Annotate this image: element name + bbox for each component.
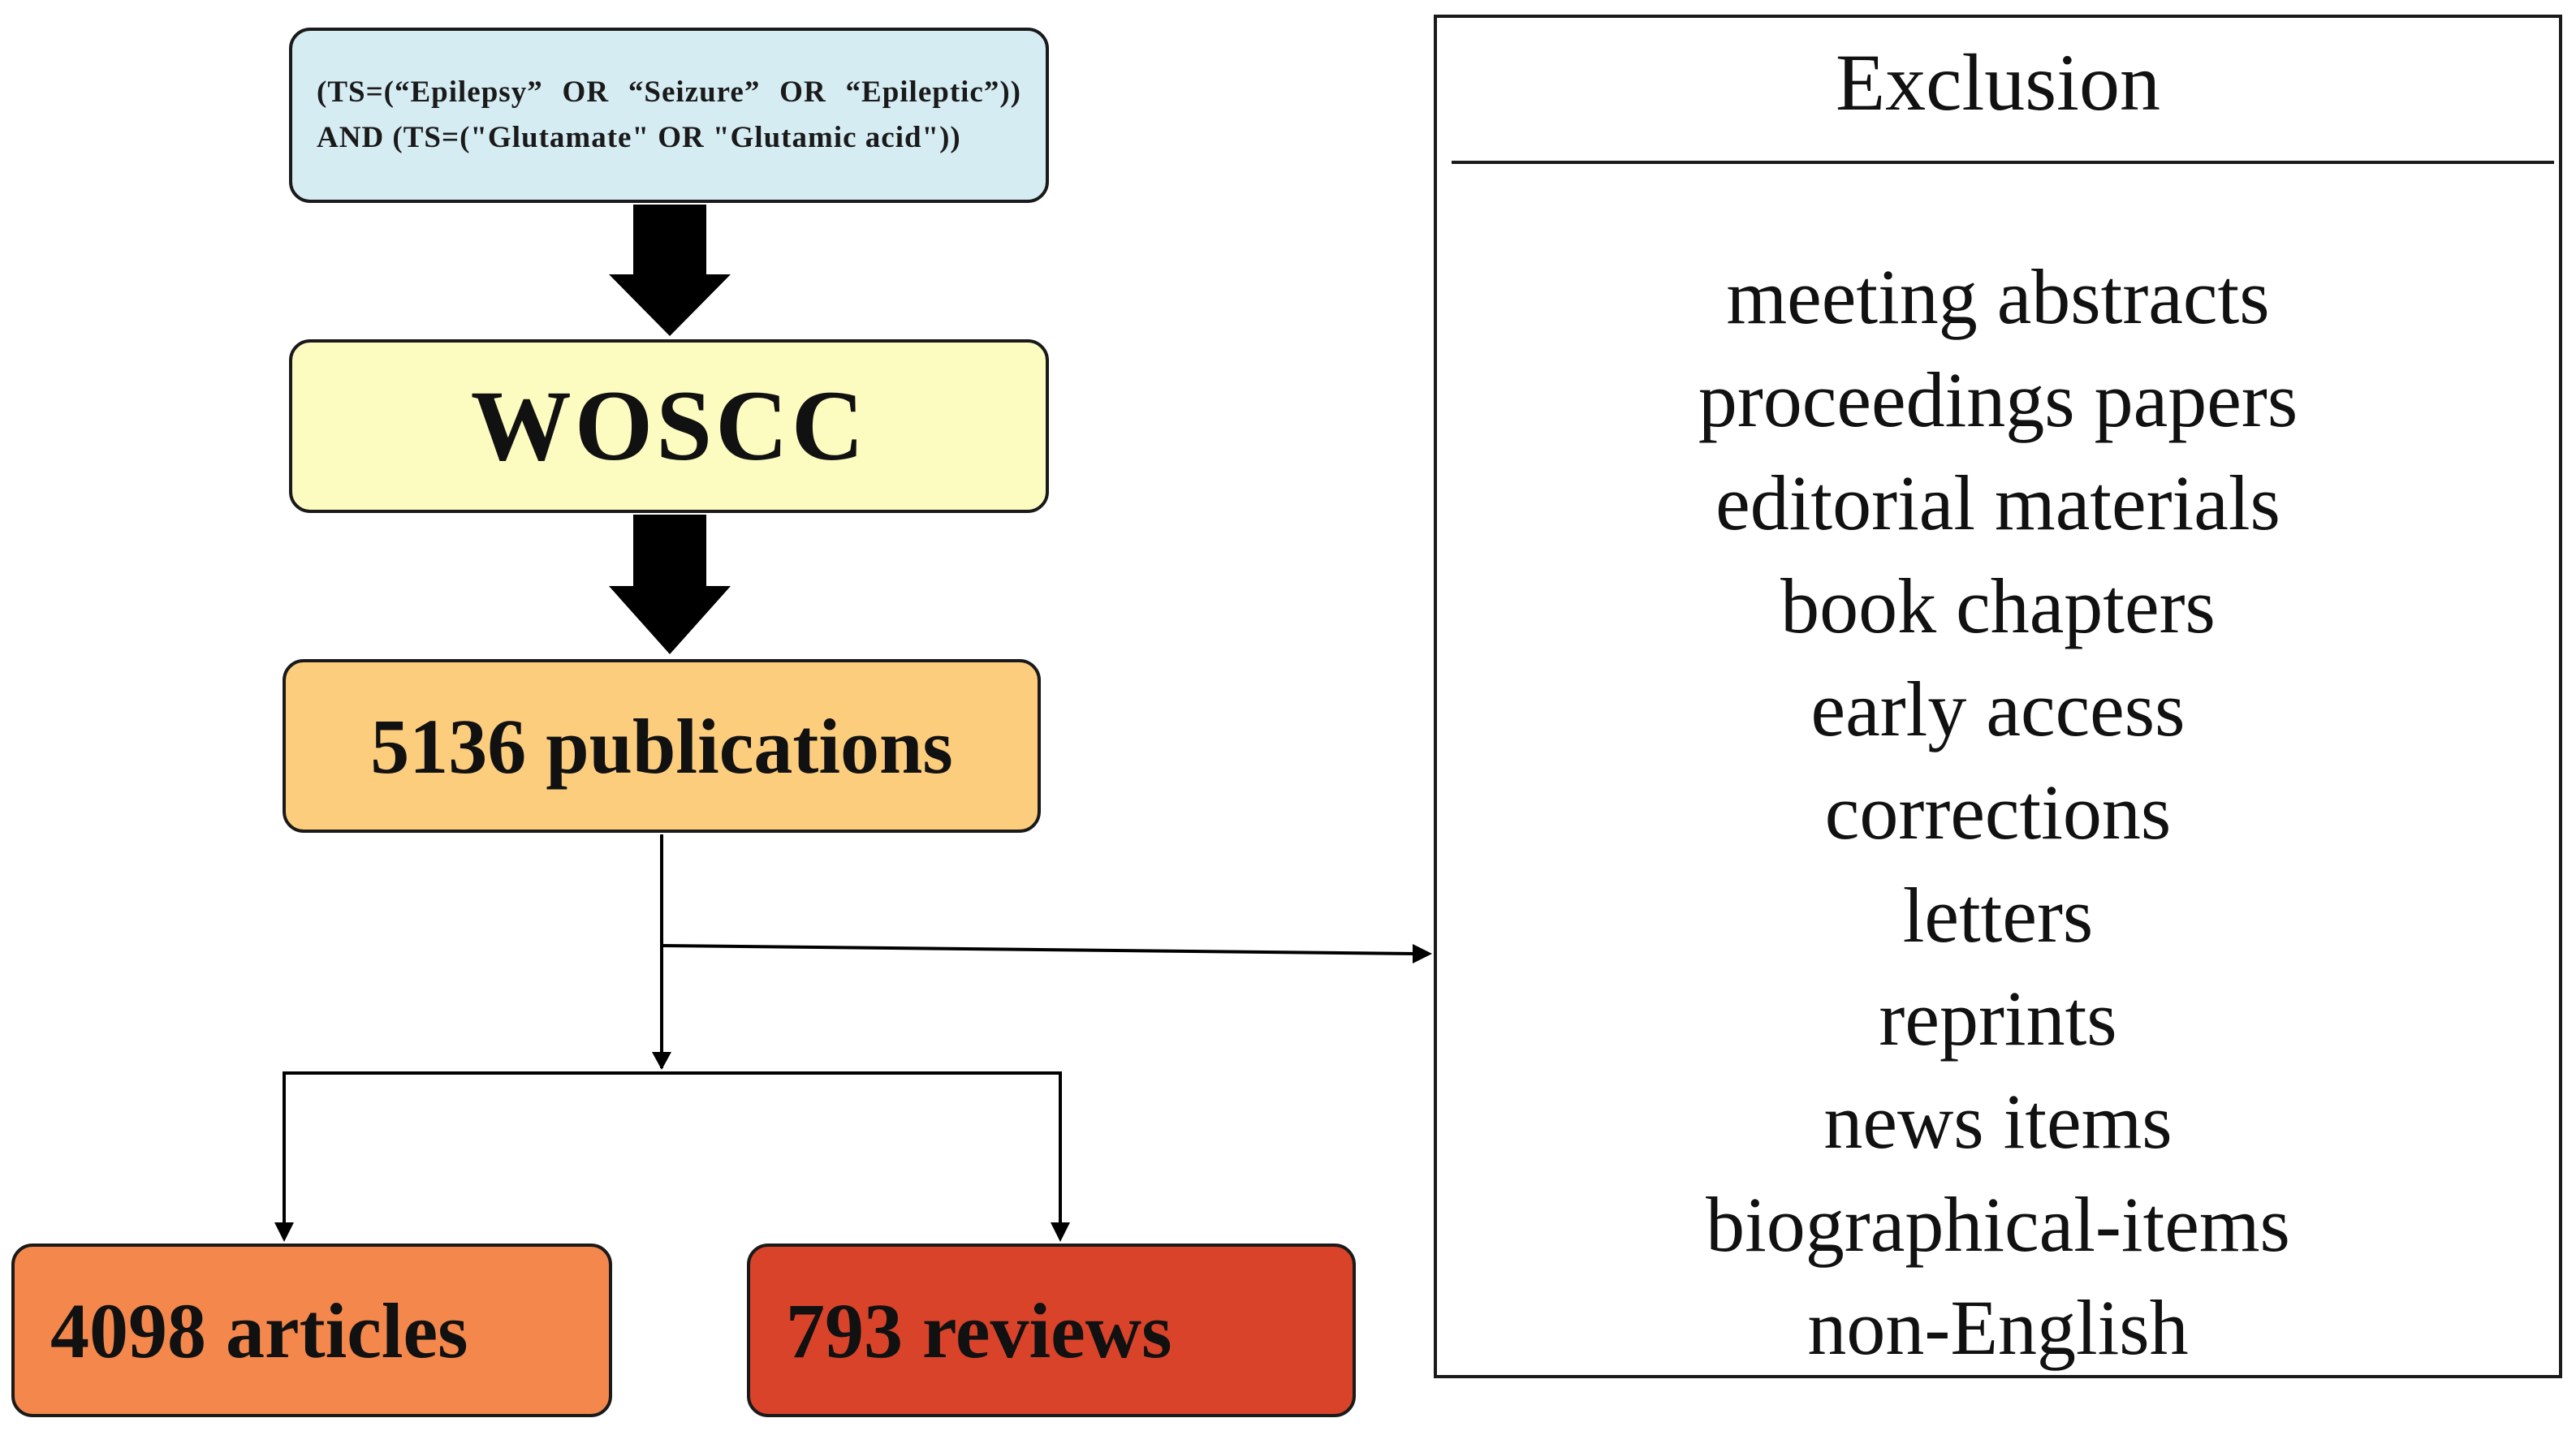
articles-label: 4098 articles [50,1287,468,1374]
exclusion-item: reprints [1879,975,2117,1062]
arrowhead-exclusion [1413,944,1432,963]
database-box: WOSCC [289,339,1049,513]
reviews-box: 793 reviews [747,1244,1356,1417]
exclusion-list: meeting abstracts proceedings papers edi… [1437,245,2559,1379]
search-query-text: (TS=(“Epilepsy” OR “Seizure” OR “Epilept… [317,75,1021,154]
arrowhead-reviews [1051,1222,1070,1242]
exclusion-panel: Exclusion meeting abstracts proceedings … [1434,15,2562,1378]
arrowhead-articles [274,1222,294,1242]
reviews-label: 793 reviews [786,1287,1172,1374]
publications-label: 5136 publications [370,702,953,790]
exclusion-item: book chapters [1780,562,2216,649]
publications-box: 5136 publications [283,659,1041,833]
exclusion-item: meeting abstracts [1726,253,2270,340]
exclusion-title: Exclusion [1836,37,2160,127]
exclusion-item: non-English [1807,1284,2189,1371]
exclusion-item: corrections [1824,769,2172,856]
exclusion-item: proceedings papers [1698,356,2298,443]
exclusion-item: editorial materials [1715,459,2280,546]
exclusion-item: letters [1902,872,2094,959]
arrow-woscc-to-publications [609,515,731,654]
database-label: WOSCC [470,370,868,481]
exclusion-item: early access [1810,666,2186,752]
connector-to-exclusion [661,944,1417,955]
articles-box: 4098 articles [11,1244,612,1417]
arrowhead-publications-split [652,1052,671,1070]
exclusion-divider [1452,161,2554,164]
arrow-query-to-woscc [609,205,731,336]
exclusion-item: news items [1823,1078,2173,1165]
exclusion-item: biographical-items [1706,1181,2290,1268]
search-query-box: (TS=(“Epilepsy” OR “Seizure” OR “Epilept… [289,28,1049,203]
